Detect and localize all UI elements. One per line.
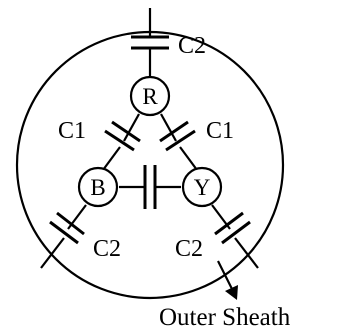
label-c2-top: C2: [178, 33, 206, 59]
capacitor-c2-bottom-left: [40, 204, 87, 269]
node-label-r: R: [142, 84, 158, 109]
capacitor-c1-right: [159, 113, 198, 171]
label-c2-bottom-left: C2: [93, 236, 121, 262]
outer-sheath-label: Outer Sheath: [159, 304, 291, 331]
capacitor-c2-bottom-right: [211, 204, 259, 269]
node-label-b: B: [90, 175, 105, 200]
label-c1-right: C1: [206, 118, 234, 144]
conductor-y: Y: [181, 166, 223, 208]
capacitor-c1-left: [102, 113, 141, 171]
conductor-r: R: [129, 75, 171, 117]
conductor-b: B: [77, 166, 119, 208]
capacitor-c1-center: [119, 165, 181, 209]
node-label-y: Y: [194, 175, 211, 200]
label-c2-bottom-right: C2: [175, 236, 203, 262]
label-c1-left: C1: [58, 118, 86, 144]
capacitor-c2-top: [131, 8, 169, 76]
sheath-pointer-arrow: [217, 260, 238, 300]
